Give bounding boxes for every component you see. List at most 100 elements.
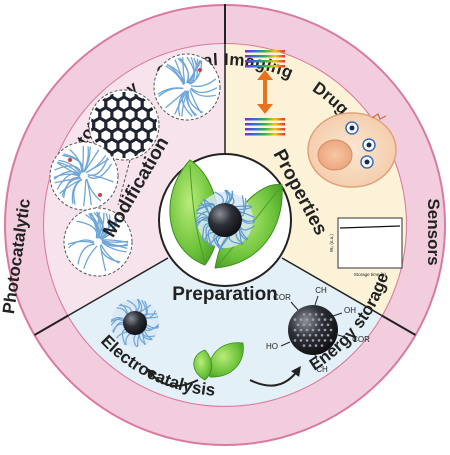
fiber-strand bbox=[54, 165, 82, 174]
carbon-dot-sphere bbox=[208, 203, 242, 237]
lattice-hexagon bbox=[45, 55, 57, 69]
fiber-strand bbox=[63, 153, 84, 173]
surface-atom bbox=[314, 313, 318, 316]
functional-groups-carbon-dot: COR CH OH COR HO CH bbox=[266, 286, 370, 374]
surface-atom bbox=[299, 318, 303, 321]
functionalized-dots-illustration-top bbox=[153, 53, 221, 121]
fiber-strand bbox=[53, 173, 81, 179]
surface-atom bbox=[293, 318, 297, 321]
fiber-strand bbox=[165, 90, 187, 109]
fiber-strand bbox=[189, 60, 203, 85]
functionalized-dots-illustration-bottom bbox=[63, 207, 133, 277]
surface-atom bbox=[329, 328, 333, 332]
surface-atom bbox=[302, 313, 306, 316]
group-ho: HO bbox=[266, 342, 278, 351]
center-illustration bbox=[158, 153, 292, 287]
fiber-strand bbox=[99, 245, 121, 263]
fiber-strand bbox=[100, 218, 119, 240]
fiber-strand bbox=[83, 146, 91, 173]
lattice-hexagon bbox=[57, 55, 69, 69]
fiber-strand bbox=[67, 240, 95, 245]
surface-atom bbox=[320, 323, 324, 327]
surface-atom bbox=[299, 328, 303, 332]
surface-atom bbox=[317, 339, 321, 342]
stability-chart: W₀ (n.a.) Storage time (h) bbox=[329, 217, 403, 277]
fiber-strand bbox=[190, 87, 218, 94]
fiber-strand bbox=[87, 163, 113, 179]
surface-atom bbox=[320, 344, 324, 347]
surface-atom bbox=[308, 323, 312, 327]
fiber-strand bbox=[76, 220, 98, 239]
surface-atom bbox=[314, 344, 318, 347]
fiber-strand bbox=[77, 243, 95, 265]
surface-atom bbox=[293, 328, 297, 332]
group-cor-top: COR bbox=[273, 293, 291, 302]
fiber-strand bbox=[87, 157, 109, 176]
coated-carbon-dot-illustration bbox=[110, 298, 160, 348]
divider-left bbox=[34, 314, 69, 336]
surface-atom bbox=[314, 333, 318, 337]
magnifier-line bbox=[117, 159, 131, 206]
functionalized-dots-illustration-middle bbox=[49, 68, 202, 260]
surface-atom bbox=[323, 339, 327, 342]
preparation-sector bbox=[68, 225, 382, 406]
lattice-hexagon bbox=[98, 147, 114, 158]
surface-atom bbox=[308, 344, 312, 347]
surface-atom bbox=[305, 318, 309, 321]
surface-atom bbox=[323, 318, 327, 321]
fiber-strand bbox=[189, 89, 202, 114]
surface-atom bbox=[317, 318, 321, 321]
ring-label-sensors: Sensors bbox=[424, 198, 443, 265]
surface-atom bbox=[326, 333, 330, 337]
fiber-strand bbox=[58, 159, 82, 175]
lattice-hexagon bbox=[122, 147, 138, 158]
surface-atom bbox=[299, 339, 303, 342]
fiber-strand bbox=[85, 214, 100, 239]
preparation-title: Preparation bbox=[172, 284, 278, 305]
leaf-vein-left bbox=[189, 164, 206, 263]
surface-atom bbox=[296, 333, 300, 337]
surface-atom bbox=[320, 313, 324, 316]
surface-atom bbox=[293, 339, 297, 342]
group-oh: OH bbox=[344, 306, 356, 315]
functional-group-dot bbox=[68, 158, 72, 162]
functional-group-dot bbox=[198, 68, 202, 72]
surface-atom bbox=[302, 323, 306, 327]
fiber-strand bbox=[174, 90, 188, 115]
fiber-strand bbox=[73, 178, 83, 205]
cell-illustration bbox=[307, 112, 397, 188]
fluorescence-spectrum-bottom bbox=[245, 118, 285, 136]
functional-group-dot bbox=[98, 193, 102, 197]
lattice-hexagon bbox=[134, 147, 150, 158]
leaves-small-illustration bbox=[193, 342, 244, 381]
fluorescence-spectrum-top bbox=[245, 50, 285, 68]
fiber-strand bbox=[101, 241, 129, 247]
fiber-strand bbox=[158, 87, 184, 97]
surface-atom bbox=[311, 339, 315, 342]
arrow-to-right bbox=[249, 365, 301, 387]
divider-right bbox=[381, 314, 416, 336]
surface-atom bbox=[323, 328, 327, 332]
fiber-strand bbox=[56, 162, 81, 177]
stability-chart-x-label: Storage time (h) bbox=[354, 272, 387, 277]
fiber-strand bbox=[62, 176, 81, 199]
sector-divider-left bbox=[67, 257, 169, 317]
surface-atom bbox=[329, 339, 333, 342]
fiber-strand bbox=[83, 245, 98, 269]
fiber-strand bbox=[166, 63, 186, 85]
fiber-strand bbox=[93, 211, 104, 239]
surface-atom bbox=[329, 318, 333, 321]
stability-chart-y-label: W₀ (n.a.) bbox=[329, 234, 334, 252]
surface-atom bbox=[308, 313, 312, 316]
fiber-strand bbox=[185, 90, 198, 116]
surface-atom bbox=[326, 323, 330, 327]
fiber-strand bbox=[190, 88, 216, 97]
fiber-strand bbox=[68, 239, 95, 249]
group-ch-top: CH bbox=[315, 286, 327, 295]
group-ch-bottom: CH bbox=[316, 365, 328, 374]
lattice-hexagon bbox=[110, 147, 126, 158]
fiber-strand bbox=[53, 170, 81, 180]
fiber-strand bbox=[100, 244, 120, 264]
surface-atom bbox=[320, 333, 324, 337]
